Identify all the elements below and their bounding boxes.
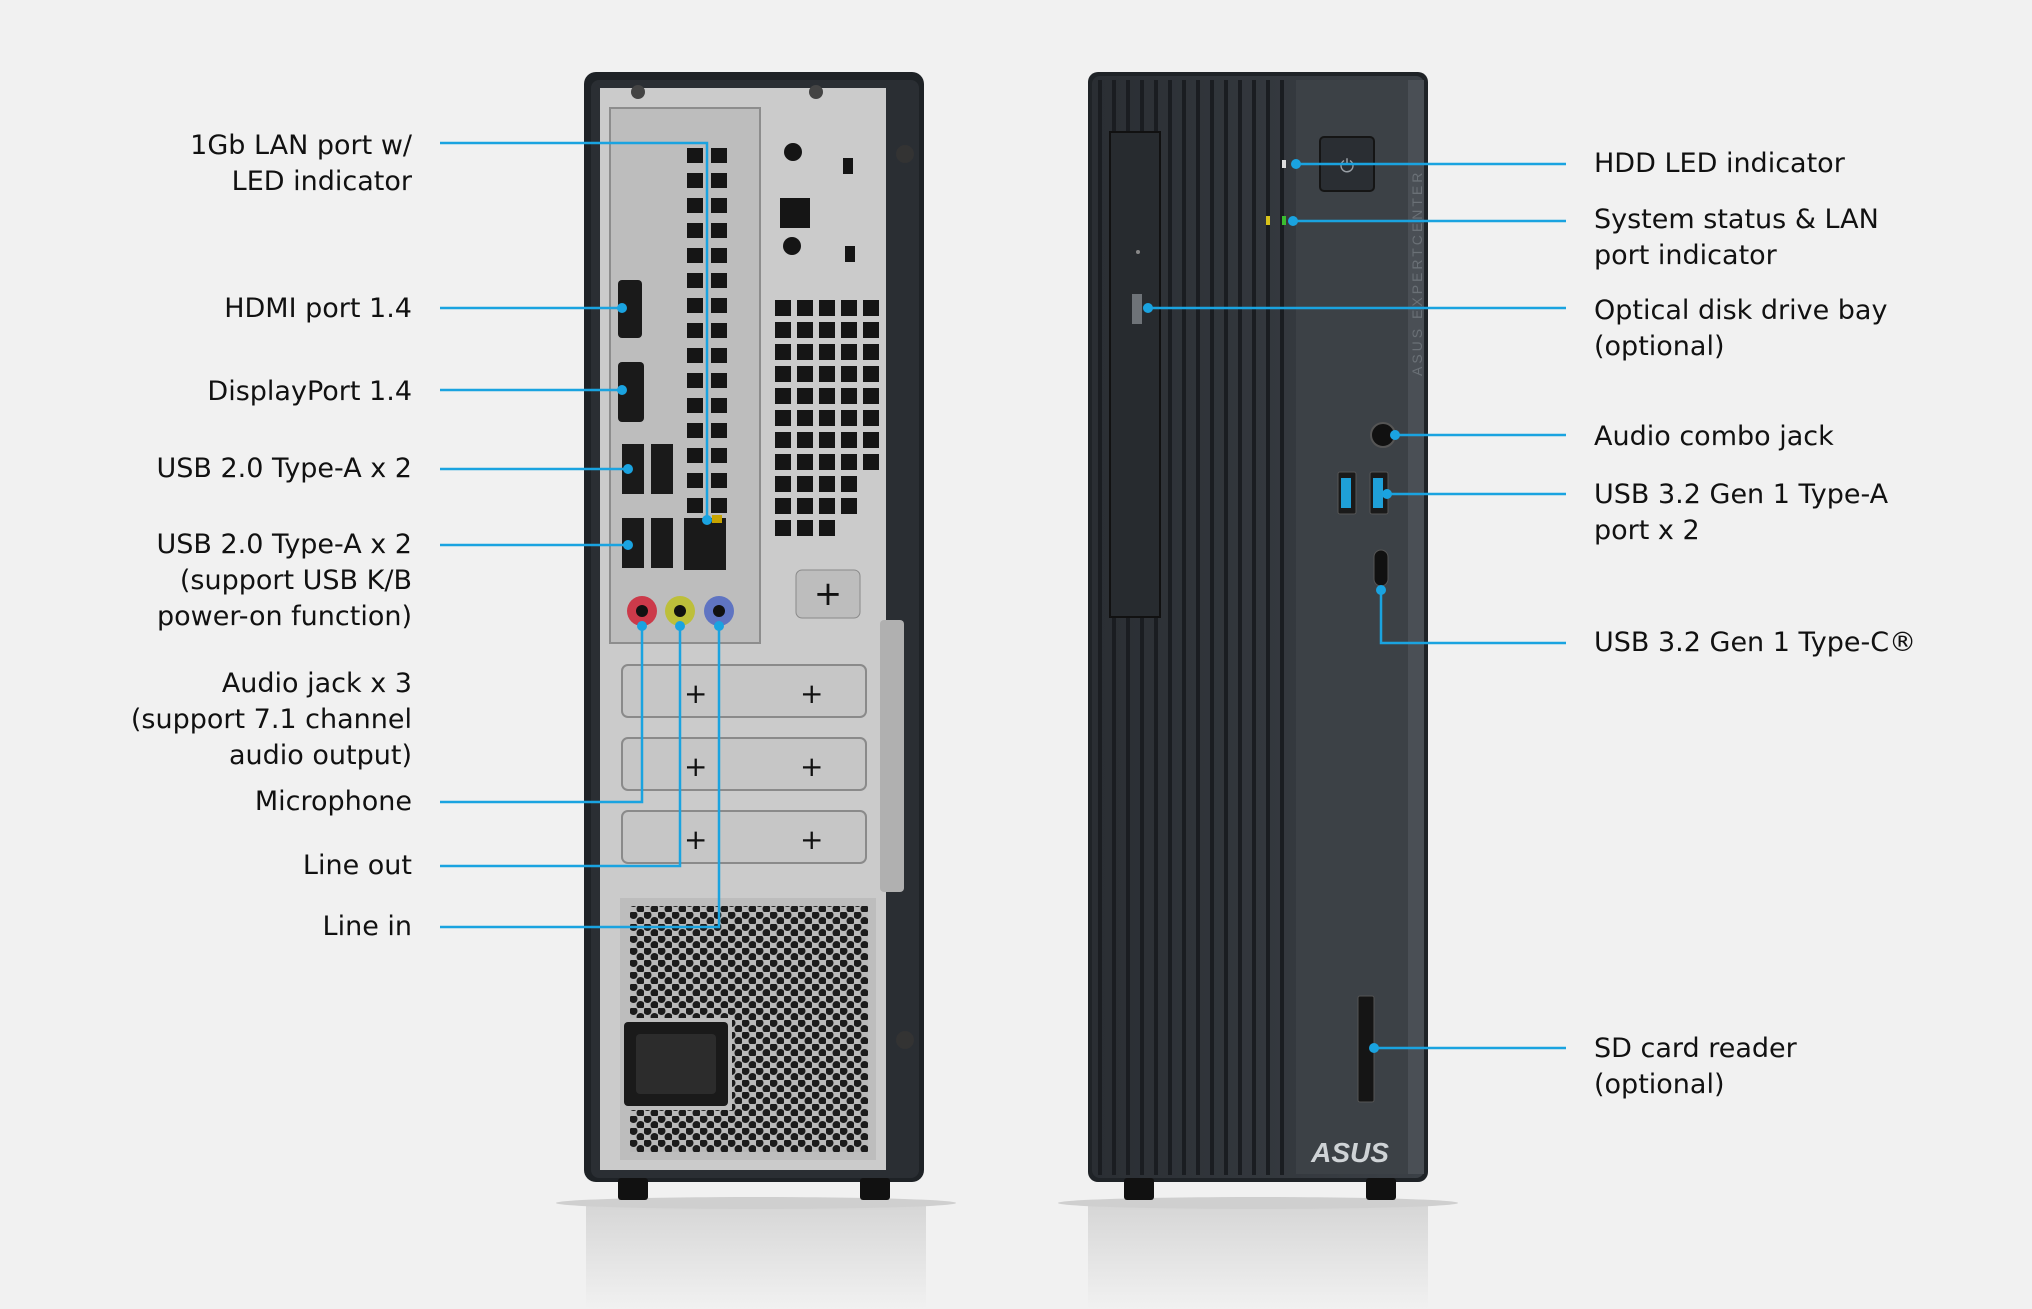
lan-port — [684, 518, 726, 570]
rear-reflection — [586, 1205, 926, 1309]
callout-dots — [617, 159, 1400, 1053]
label-optical-drive: Optical disk drive bay(optional) — [1594, 295, 1888, 362]
callout-microphone — [440, 626, 644, 804]
rear-view: + + + + + + + — [584, 72, 924, 1200]
svg-text:+: + — [800, 750, 823, 783]
label-lan-port: 1Gb LAN port w/LED indicator — [190, 130, 412, 197]
asus-logo: ASUS — [1310, 1137, 1389, 1168]
callout-usb32-typec — [1379, 590, 1566, 645]
displayport — [618, 362, 644, 422]
usb32-typec — [1373, 549, 1389, 587]
label-sd-card: SD card reader(optional) — [1594, 1033, 1797, 1100]
svg-text:+: + — [814, 574, 843, 614]
lan-led — [1282, 216, 1286, 225]
usb2-upper-b — [651, 444, 673, 494]
callout-line-out — [440, 626, 682, 868]
label-line-out: Line out — [302, 850, 412, 881]
eject-button — [1132, 294, 1142, 324]
callout-lines — [440, 141, 1566, 1050]
usb2-lower-b — [651, 518, 673, 568]
power-icon: ⏻ — [1340, 156, 1354, 177]
label-usb2-upper: USB 2.0 Type-A x 2 — [156, 453, 413, 484]
label-audio-combo: Audio combo jack — [1594, 421, 1834, 452]
hdd-led — [1282, 160, 1286, 168]
front-shadow — [1058, 1197, 1458, 1209]
label-displayport: DisplayPort 1.4 — [207, 376, 412, 407]
svg-text:+: + — [684, 677, 707, 710]
svg-text:+: + — [684, 823, 707, 856]
label-line-in: Line in — [322, 911, 412, 942]
label-usb32-typec: USB 3.2 Gen 1 Type-C® — [1594, 627, 1917, 658]
optical-drive-bay — [1109, 131, 1161, 618]
status-led — [1266, 216, 1270, 225]
rear-shadow — [556, 1197, 956, 1209]
front-view: ⏻ ASUS EXPERTCENTER ASUS — [1088, 72, 1428, 1200]
label-microphone: Microphone — [254, 786, 412, 817]
svg-text:+: + — [800, 677, 823, 710]
callout-line-in — [440, 626, 721, 929]
label-hdd-led: HDD LED indicator — [1594, 148, 1845, 179]
usb2-lower-a — [622, 518, 644, 568]
svg-text:+: + — [800, 823, 823, 856]
hdmi-port — [618, 280, 642, 338]
front-reflection — [1088, 1205, 1428, 1309]
side-branding: ASUS EXPERTCENTER — [1409, 170, 1425, 376]
svg-text:+: + — [684, 750, 707, 783]
callout-lan — [440, 141, 709, 520]
label-hdmi-port: HDMI port 1.4 — [224, 293, 412, 324]
